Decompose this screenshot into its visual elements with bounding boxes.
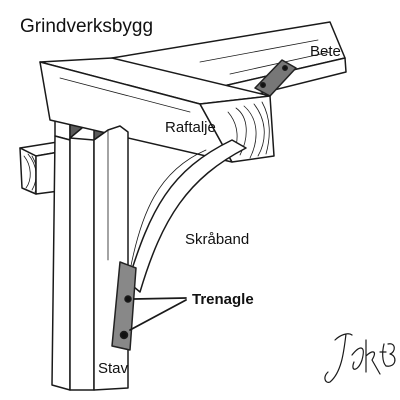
bete-peg-icon — [260, 82, 266, 88]
label-skraband: Skråband — [185, 231, 249, 248]
brace-strap — [111, 261, 137, 351]
trenagle-peg-1 — [124, 295, 132, 303]
stav-body — [51, 125, 129, 391]
label-trenagle: Trenagle — [192, 291, 254, 308]
trenagle-peg-2 — [119, 330, 129, 340]
trenagle-pointers — [129, 297, 187, 331]
label-raftalje: Raftalje — [165, 119, 216, 136]
skraband-brace — [111, 139, 247, 351]
label-bete: Bete — [310, 43, 341, 60]
diagram-title: Grindverksbygg — [20, 16, 153, 37]
raftalje-plate — [39, 57, 275, 163]
label-stav: Stav — [98, 360, 129, 377]
artist-signature — [324, 333, 396, 383]
